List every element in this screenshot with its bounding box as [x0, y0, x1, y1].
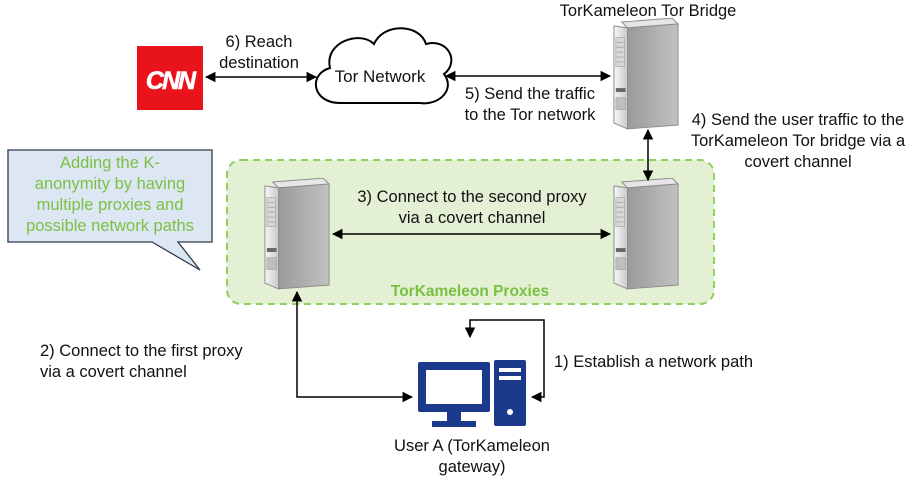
user-computer-icon [418, 360, 526, 427]
step3-label: 3) Connect to the second proxy via a cov… [357, 188, 587, 227]
step2-label: 2) Connect to the first proxy via a cove… [40, 342, 243, 381]
tor-network-label: Tor Network [334, 67, 426, 86]
callout-text: Adding the K- anonymity by having multip… [26, 154, 194, 235]
step5-label: 5) Send the traffic to the Tor network [464, 85, 596, 124]
proxies-group-label: TorKameleon Proxies [390, 283, 550, 300]
svg-text:CNN: CNN [146, 67, 197, 95]
bridge-title: TorKameleon Tor Bridge [559, 2, 737, 20]
second-proxy-server [613, 178, 679, 290]
step4-label: 4) Send the user traffic to the TorKamel… [690, 111, 906, 171]
callout-bubble [7, 149, 213, 271]
arrow-step2 [291, 290, 414, 403]
tor-bridge-server [613, 18, 679, 130]
step6-label: 6) Reach destination [219, 33, 299, 72]
first-proxy-server [264, 178, 330, 290]
arrow-step1 [464, 319, 545, 403]
step1-label: 1) Establish a network path [554, 353, 754, 371]
cnn-logo: CNN [137, 46, 203, 110]
user-label: User A (TorKameleon gateway) [394, 437, 550, 476]
